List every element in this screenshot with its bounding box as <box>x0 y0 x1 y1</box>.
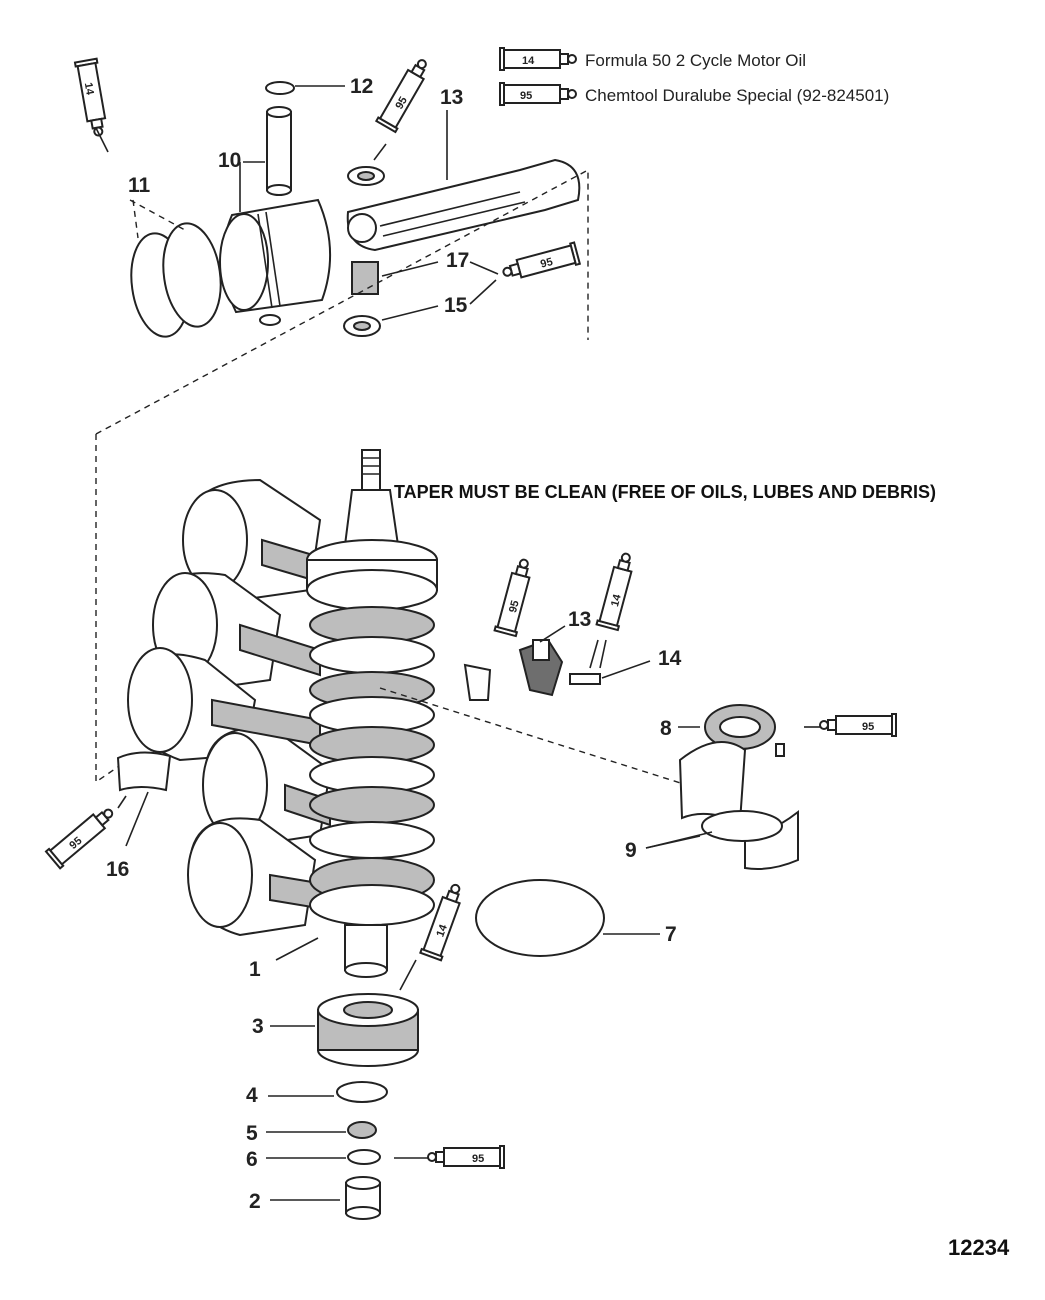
callout-3: 3 <box>252 1015 264 1038</box>
snap-ring <box>336 1081 388 1103</box>
callout-7: 7 <box>665 923 677 946</box>
bearing-race-halves <box>678 741 799 870</box>
tube-crank-number: 14 <box>434 922 450 938</box>
lube-tube-95-mid-icon: 95 <box>493 558 531 638</box>
wrist-pin <box>266 106 292 196</box>
washer <box>347 1149 381 1165</box>
callout-14: 14 <box>658 647 682 670</box>
lube-tube-14-top-left-icon: 14 <box>73 57 107 137</box>
legend-tube-95-icon: 95 <box>499 82 577 106</box>
crankshaft-pistons <box>127 478 332 937</box>
legend-label-grease: Chemtool Duralube Special (92-824501) <box>585 86 889 105</box>
tube-bearing-number: 95 <box>862 721 874 733</box>
callout-13-mid: 13 <box>568 608 591 631</box>
callout-15: 15 <box>444 294 468 317</box>
legend-tube-14-icon: 14 <box>499 47 577 71</box>
tube-pin-number: 95 <box>393 95 410 112</box>
needle-bearing <box>351 261 379 295</box>
legend-tube-95-number: 95 <box>520 90 532 102</box>
callout-4: 4 <box>246 1084 258 1107</box>
tube-rod-number: 95 <box>539 256 554 271</box>
sleeve <box>345 1176 381 1220</box>
pin-retainer-clip-lower <box>259 314 281 326</box>
tube-top-left-number: 14 <box>82 82 96 97</box>
lube-tube-95-rod-icon: 95 <box>502 241 582 279</box>
rod-bearing-half <box>116 751 172 792</box>
roller-bearing <box>704 704 785 757</box>
ball-bearing <box>317 993 419 1067</box>
callout-2: 2 <box>249 1190 261 1213</box>
callout-12: 12 <box>350 75 373 98</box>
pin-retainer-clip <box>265 81 295 95</box>
callout-8: 8 <box>660 717 672 740</box>
tube-mid-95-number: 95 <box>507 599 522 614</box>
assembly-boundary-line <box>95 168 589 784</box>
tube-bottom-number: 95 <box>472 1153 484 1165</box>
connecting-rod <box>346 158 581 252</box>
rod-cap <box>463 638 564 701</box>
lube-tube-95-bearing-icon: 95 <box>819 713 897 737</box>
tube-mid-14-number: 14 <box>609 592 624 608</box>
callout-5: 5 <box>246 1122 258 1145</box>
figure-number: 12234 <box>948 1235 1010 1260</box>
callout-13-top: 13 <box>440 86 463 109</box>
piston-rings <box>130 222 222 338</box>
crankshaft-assembly: 1 95 14 13 14 <box>44 449 897 1220</box>
callout-6: 6 <box>246 1148 258 1171</box>
lube-tube-95-left-icon: 95 <box>44 808 114 870</box>
lube-tube-95-bottom-icon: 95 <box>427 1145 505 1169</box>
callout-1: 1 <box>249 958 261 981</box>
legend-tube-14-number: 14 <box>522 55 535 67</box>
legend-label-oil: Formula 50 2 Cycle Motor Oil <box>585 51 806 70</box>
crankshaft <box>306 449 438 978</box>
callout-17: 17 <box>446 249 469 272</box>
legend: 14 Formula 50 2 Cycle Motor Oil 95 Chemt… <box>499 47 889 106</box>
callout-10: 10 <box>218 149 241 172</box>
lube-tube-14-mid-icon: 14 <box>595 552 633 632</box>
piston <box>219 198 332 314</box>
taper-note: TAPER MUST BE CLEAN (FREE OF OILS, LUBES… <box>394 482 936 502</box>
callout-11: 11 <box>128 174 151 197</box>
seal <box>347 1121 377 1139</box>
lube-tube-14-crank-icon: 14 <box>419 883 461 962</box>
lube-tube-95-pin-icon: 95 <box>374 59 427 134</box>
piston-rod-assembly: 14 12 10 11 <box>73 57 582 338</box>
callout-9: 9 <box>625 839 637 862</box>
callout-16: 16 <box>106 858 129 881</box>
retaining-ring <box>475 879 605 957</box>
rod-cap-screw <box>569 673 601 685</box>
